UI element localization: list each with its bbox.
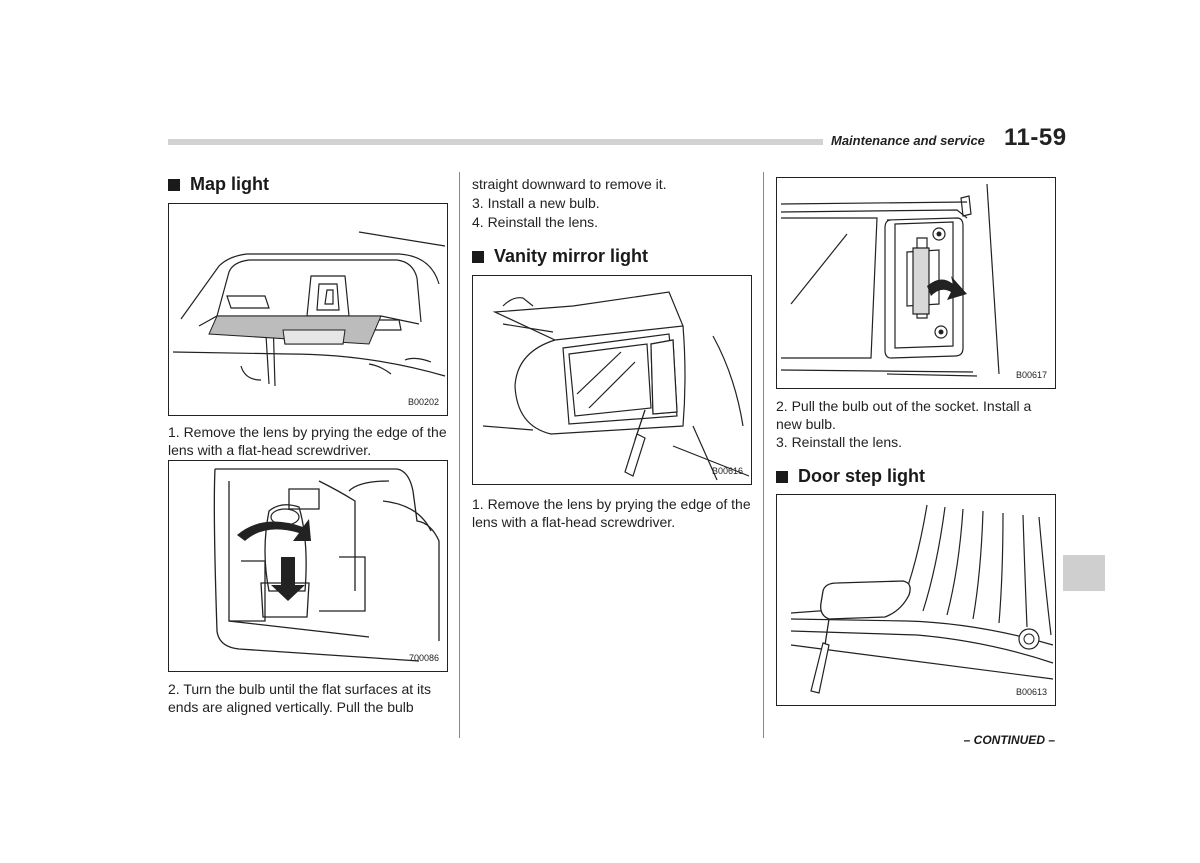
door-step-light-figure: B00613 <box>776 494 1056 706</box>
bulb-rotation-figure: 700086 <box>168 460 448 672</box>
section-title: Maintenance and service <box>831 133 985 148</box>
continued-note: – CONTINUED – <box>963 733 1055 747</box>
square-bullet-icon <box>168 178 180 191</box>
column-divider <box>459 172 460 738</box>
chapter-thumb-tab <box>1063 555 1105 591</box>
vanity-mirror-step-3: 3. Reinstall the lens. <box>776 434 903 450</box>
vanity-mirror-figure: B00616 <box>472 275 752 485</box>
map-light-step-3: 3. Install a new bulb. <box>472 195 600 211</box>
map-light-figure: B00202 <box>168 203 448 416</box>
column-divider <box>763 172 764 738</box>
map-light-heading: Map light <box>168 174 269 195</box>
square-bullet-icon <box>472 250 484 263</box>
vanity-mirror-illustration <box>482 291 750 481</box>
map-light-step-4: 4. Reinstall the lens. <box>472 214 599 230</box>
vanity-mirror-step-1: 1. Remove the lens by prying the edge of… <box>472 496 751 530</box>
figure-code: B00617 <box>1015 370 1047 380</box>
header-rule <box>168 139 823 145</box>
door-step-light-heading: Door step light <box>776 466 925 487</box>
map-light-step-1: 1. Remove the lens by prying the edge of… <box>168 424 447 458</box>
vanity-mirror-light-heading: Vanity mirror light <box>472 246 648 267</box>
square-bullet-icon <box>776 470 788 483</box>
vanity-mirror-step-2: 2. Pull the bulb out of the socket. Inst… <box>776 398 1032 432</box>
vanity-bulb-illustration <box>780 183 1000 377</box>
map-light-illustration <box>172 231 446 387</box>
map-light-step-2-continued: straight downward to remove it. <box>472 176 667 192</box>
vanity-bulb-figure: B00617 <box>776 177 1056 389</box>
map-light-step-2: 2. Turn the bulb until the flat surfaces… <box>168 681 432 715</box>
page-number: 11-59 <box>1004 124 1067 151</box>
figure-code: B00202 <box>407 397 439 407</box>
figure-code: 700086 <box>408 653 439 663</box>
door-step-light-illustration <box>790 504 1054 694</box>
bulb-rotation-illustration <box>213 468 440 662</box>
figure-code: B00616 <box>711 466 743 476</box>
figure-code: B00613 <box>1015 687 1047 697</box>
